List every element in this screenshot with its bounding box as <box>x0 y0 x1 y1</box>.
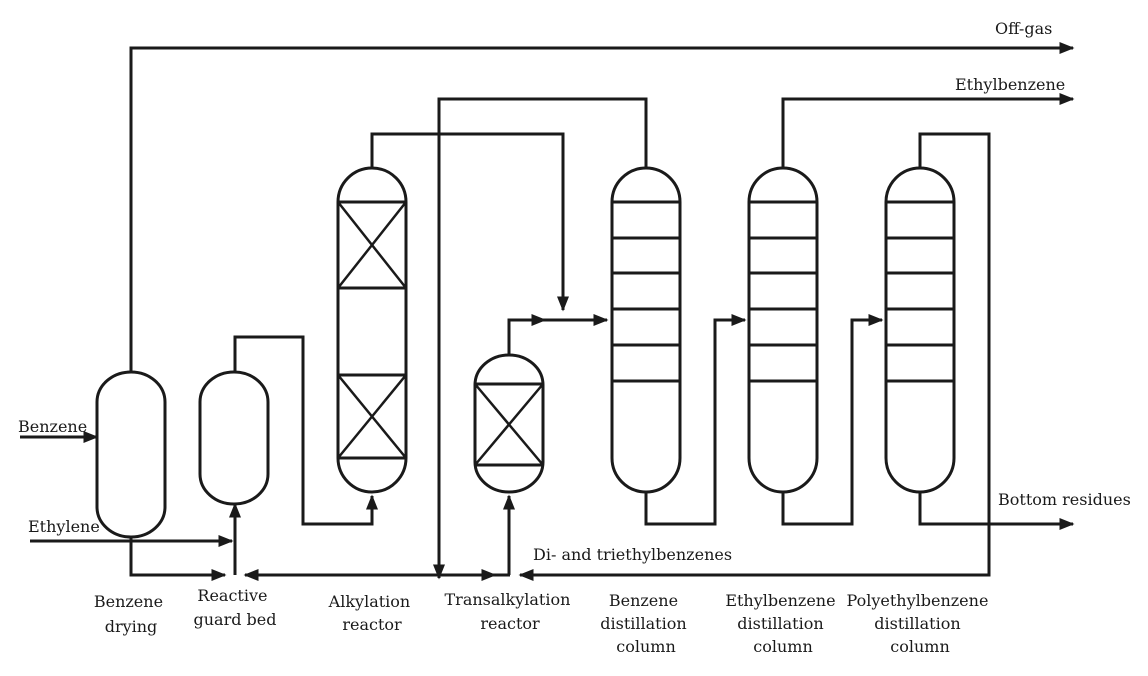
ethylene-feed-label: Ethylene <box>28 517 100 536</box>
benzene-feed-label: Benzene <box>18 417 87 436</box>
alkylation-effluent-line <box>370 132 569 312</box>
reactive-guard-bed-vessel <box>198 370 270 506</box>
benzene-column-label: Benzene distillation column <box>600 591 691 656</box>
transalkylation-reactor-label: Transalkylation reactor <box>445 590 576 633</box>
benzene-drying-label: Benzene drying <box>94 592 168 636</box>
bottom-residues-label: Bottom residues <box>998 490 1131 509</box>
ethylbenzene-column-bottoms-line <box>781 314 884 526</box>
ethylbenzene-label: Ethylbenzene <box>955 75 1065 94</box>
benzene-recycle-line <box>433 97 648 580</box>
ethylbenzene-distillation-column-vessel <box>747 166 819 494</box>
off-gas-label: Off-gas <box>995 19 1052 38</box>
ethylbenzene-column-label: Ethylbenzene distillation column <box>725 591 840 656</box>
off-gas-line <box>129 42 1075 372</box>
polyethylbenzene-column-label: Polyethylbenzene distillation column <box>846 591 993 656</box>
transalkylation-reactor-vessel <box>473 353 545 494</box>
transalkylation-effluent-line <box>507 314 547 355</box>
guard-bed-to-alkylation-line <box>233 335 378 526</box>
benzene-column-bottoms-line <box>644 314 747 526</box>
reactive-guard-bed-label: Reactive guard bed <box>193 586 276 629</box>
recycle-header-line <box>518 132 991 581</box>
bottom-residues-line <box>918 492 1075 530</box>
alkylation-reactor-label: Alkylation reactor <box>328 592 416 634</box>
dried-benzene-line <box>129 537 227 581</box>
benzene-drying-vessel <box>95 370 167 539</box>
alkylation-reactor-vessel <box>336 166 408 494</box>
polyethylbenzene-distillation-column-vessel <box>884 166 956 494</box>
recycle-label: Di- and triethylbenzenes <box>533 545 732 564</box>
ethylbenzene-product-line <box>781 93 1075 168</box>
process-lines <box>20 42 1075 581</box>
benzene-distillation-column-vessel <box>610 166 682 494</box>
